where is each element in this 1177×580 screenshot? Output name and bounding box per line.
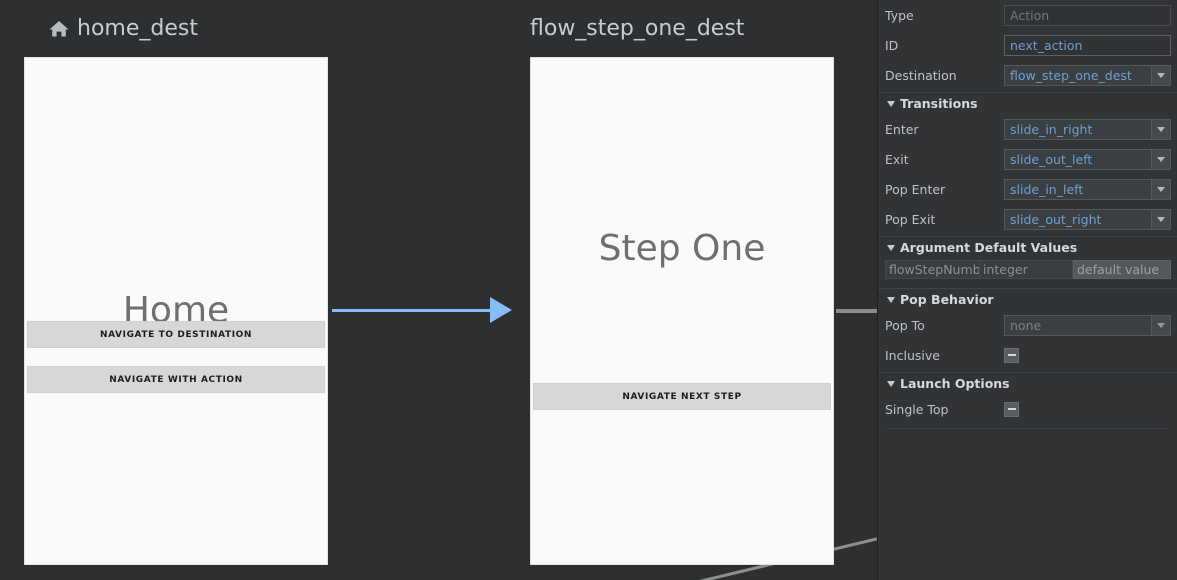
chevron-down-icon[interactable] <box>1151 209 1170 229</box>
chevron-down-icon[interactable] <box>1151 119 1170 139</box>
preview-button-navigate-with-action[interactable]: NAVIGATE WITH ACTION <box>27 366 325 393</box>
destination-preview-flow-step-one[interactable]: Step One NAVIGATE NEXT STEP <box>530 57 834 565</box>
section-title: Transitions <box>900 96 978 111</box>
label-inclusive: Inclusive <box>885 347 940 363</box>
argument-row[interactable]: flowStepNumbe integer default value <box>885 260 1171 279</box>
label-destination: Destination <box>885 67 957 83</box>
section-header-launch-options[interactable]: Launch Options <box>878 372 1177 394</box>
enter-transition-dropdown[interactable]: slide_in_right <box>1004 118 1171 140</box>
id-input[interactable]: next_action <box>1004 34 1171 56</box>
pop-to-value: none <box>1010 317 1042 333</box>
panel-bottom-divider <box>887 428 1168 429</box>
label-pop-enter: Pop Enter <box>885 181 946 197</box>
row-exit: Exit slide_out_left <box>878 144 1177 174</box>
connector-home-to-flow-line[interactable] <box>332 309 492 312</box>
argument-default-value-cell[interactable]: default value <box>1073 260 1171 279</box>
enter-transition-value: slide_in_right <box>1010 121 1093 137</box>
caret-down-icon <box>887 244 895 251</box>
section-header-argument-default-values[interactable]: Argument Default Values <box>878 236 1177 258</box>
preview-button-navigate-to-destination[interactable]: NAVIGATE TO DESTINATION <box>27 321 325 348</box>
row-pop-exit: Pop Exit slide_out_right <box>878 204 1177 234</box>
row-single-top: Single Top <box>878 394 1177 424</box>
section-title: Argument Default Values <box>900 240 1078 255</box>
row-pop-enter: Pop Enter slide_in_left <box>878 174 1177 204</box>
exit-transition-value: slide_out_left <box>1010 151 1093 167</box>
preview-screen-label: Step One <box>598 228 766 269</box>
connector-flow-right-stub[interactable] <box>836 309 877 313</box>
label-enter: Enter <box>885 121 919 137</box>
destination-home-dest[interactable]: home_dest Home NAVIGATE TO DESTINATION N… <box>24 0 328 565</box>
destination-dropdown[interactable]: flow_step_one_dest <box>1004 64 1171 86</box>
caret-down-icon <box>887 296 895 303</box>
connector-home-to-flow-arrowhead <box>490 297 512 323</box>
argument-name-cell[interactable]: flowStepNumbe <box>885 260 980 279</box>
exit-transition-dropdown[interactable]: slide_out_left <box>1004 148 1171 170</box>
chevron-down-icon[interactable] <box>1151 149 1170 169</box>
destination-title-text: home_dest <box>77 15 198 41</box>
navigation-graph-canvas[interactable]: home_dest Home NAVIGATE TO DESTINATION N… <box>0 0 877 580</box>
label-exit: Exit <box>885 151 909 167</box>
home-icon <box>48 18 70 40</box>
row-destination: Destination flow_step_one_dest <box>878 60 1177 90</box>
pop-enter-transition-dropdown[interactable]: slide_in_left <box>1004 178 1171 200</box>
destination-dropdown-value: flow_step_one_dest <box>1010 67 1132 83</box>
destination-title-home-dest: home_dest <box>24 0 328 57</box>
row-enter: Enter slide_in_right <box>878 114 1177 144</box>
row-inclusive: Inclusive <box>878 340 1177 370</box>
section-title: Pop Behavior <box>900 292 994 307</box>
chevron-down-icon[interactable] <box>1151 65 1170 85</box>
row-id: ID next_action <box>878 30 1177 60</box>
destination-title-text: flow_step_one_dest <box>530 15 745 41</box>
row-type: Type Action <box>878 0 1177 30</box>
section-title: Launch Options <box>900 376 1010 391</box>
argument-type-cell[interactable]: integer <box>980 260 1073 279</box>
preview-button-navigate-next-step[interactable]: NAVIGATE NEXT STEP <box>533 383 831 410</box>
pop-to-dropdown[interactable]: none <box>1004 314 1171 336</box>
label-pop-exit: Pop Exit <box>885 211 936 227</box>
destination-preview-home[interactable]: Home NAVIGATE TO DESTINATION NAVIGATE WI… <box>24 57 328 565</box>
type-field: Action <box>1004 4 1171 26</box>
pop-enter-transition-value: slide_in_left <box>1010 181 1084 197</box>
attributes-inspector-panel: Type Action ID next_action Destination f… <box>877 0 1177 580</box>
label-pop-to: Pop To <box>885 317 925 333</box>
row-pop-to: Pop To none <box>878 310 1177 340</box>
chevron-down-icon[interactable] <box>1151 315 1170 335</box>
caret-down-icon <box>887 380 895 387</box>
pop-exit-transition-dropdown[interactable]: slide_out_right <box>1004 208 1171 230</box>
inclusive-checkbox[interactable] <box>1004 347 1019 363</box>
destination-title-flow-step-one-dest: flow_step_one_dest <box>530 0 834 57</box>
chevron-down-icon[interactable] <box>1151 179 1170 199</box>
section-header-pop-behavior[interactable]: Pop Behavior <box>878 288 1177 310</box>
caret-down-icon <box>887 100 895 107</box>
destination-flow-step-one-dest[interactable]: flow_step_one_dest Step One NAVIGATE NEX… <box>530 0 834 565</box>
label-id: ID <box>885 37 899 53</box>
label-single-top: Single Top <box>885 401 949 417</box>
pop-exit-transition-value: slide_out_right <box>1010 211 1102 227</box>
section-header-transitions[interactable]: Transitions <box>878 92 1177 114</box>
label-type: Type <box>885 7 914 23</box>
single-top-checkbox[interactable] <box>1004 401 1019 417</box>
